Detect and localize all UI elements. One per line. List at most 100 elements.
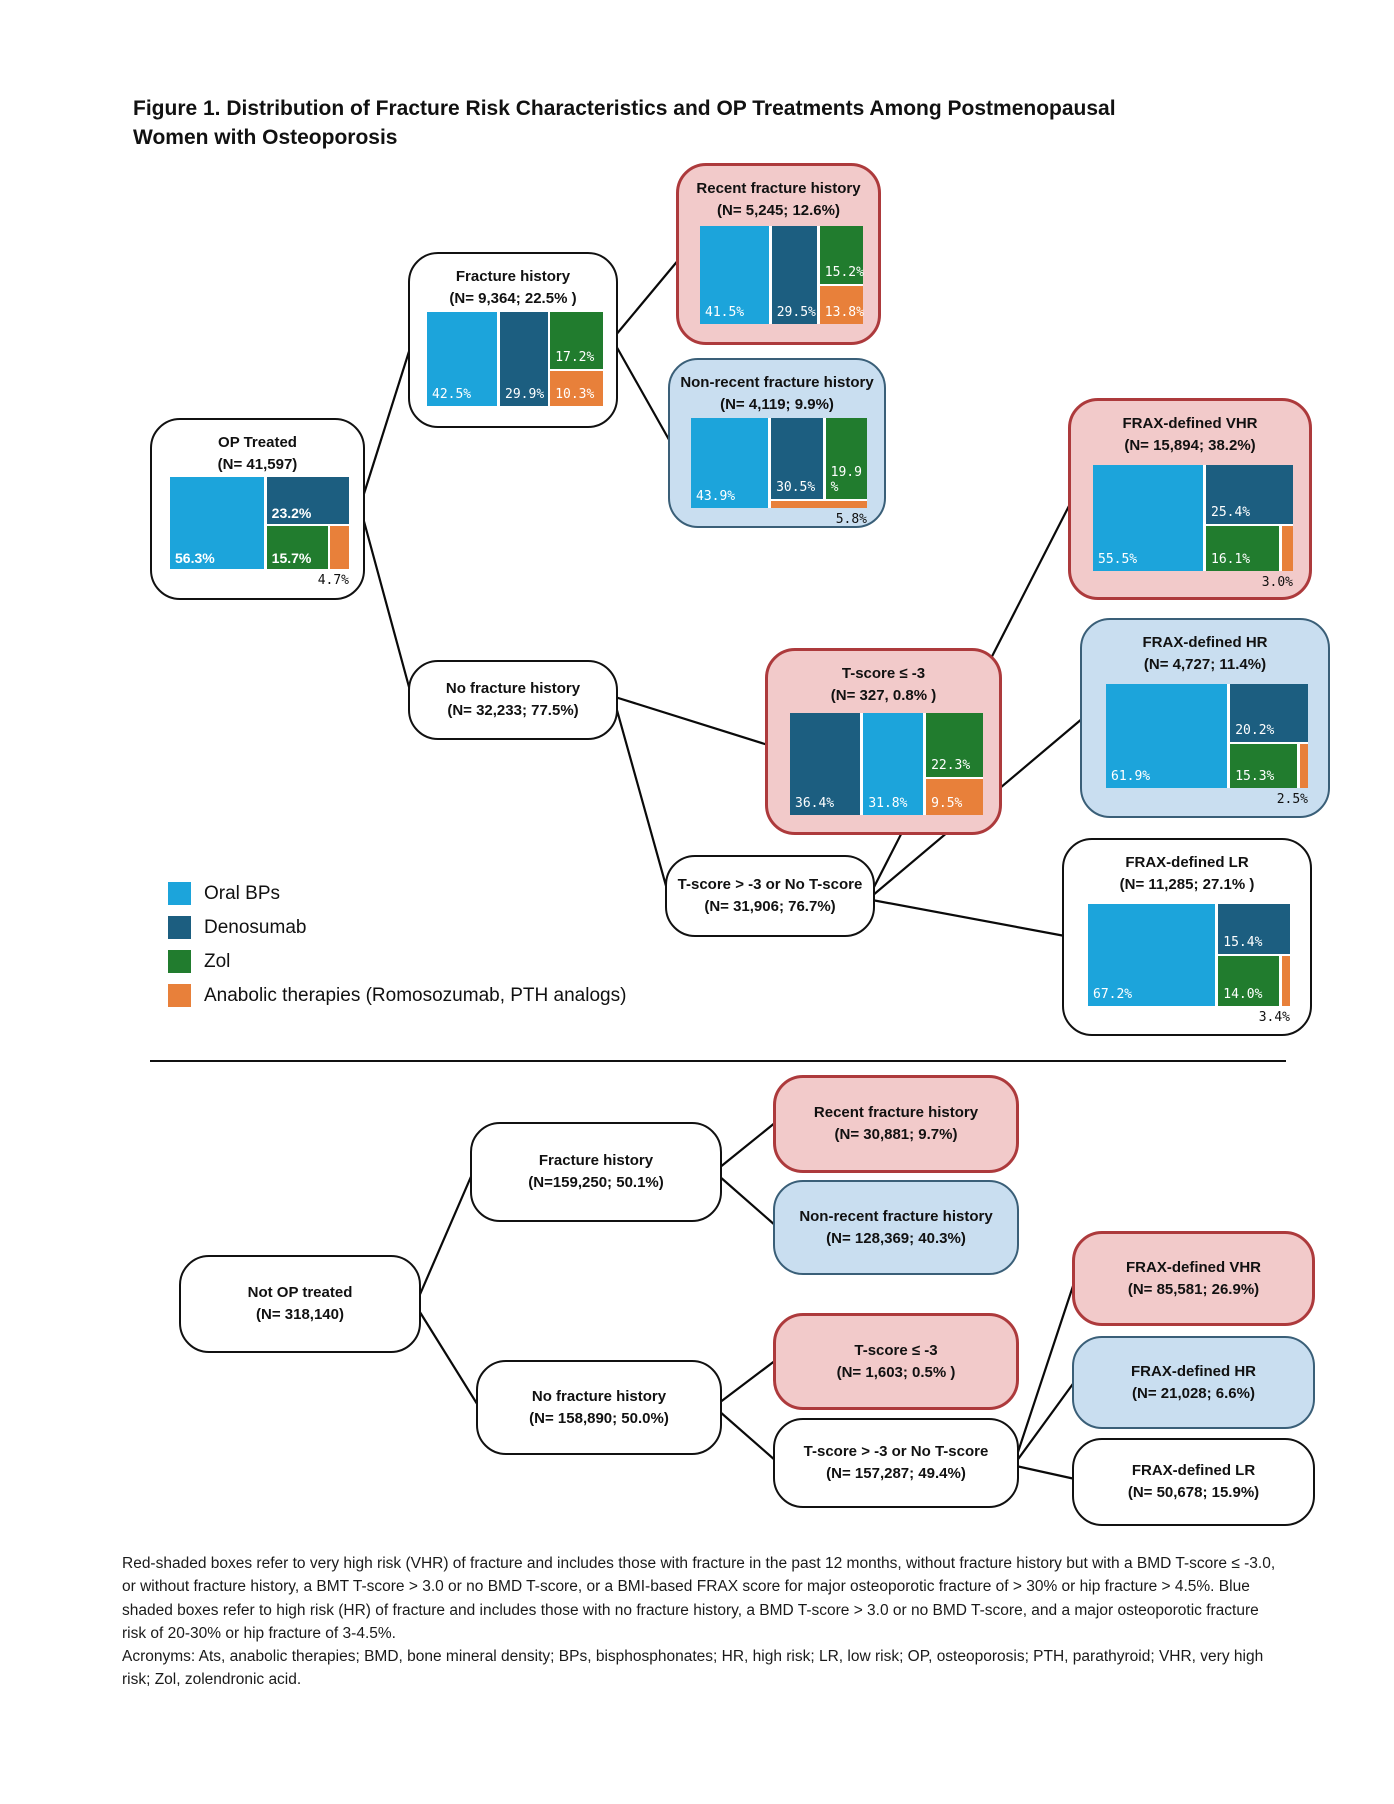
treemap-segment-orange: 9.5% xyxy=(926,779,983,815)
oral-bps-swatch-icon xyxy=(168,882,191,905)
treemap-outside-label: 4.7% xyxy=(317,573,349,588)
treemap-segment-lightblue: 31.8% xyxy=(863,713,924,815)
node-title-line2: (N= 158,890; 50.0%) xyxy=(529,1409,669,1427)
treemap-segment-label: 67.2% xyxy=(1093,987,1133,1003)
legend-label: Oral BPs xyxy=(204,882,281,904)
node-tscore-le3-bottom: T-score ≤ -3 (N= 1,603; 0.5% ) xyxy=(773,1313,1019,1410)
node-title: Not OP treated (N= 318,140) xyxy=(248,1282,353,1326)
node-title-line2: (N= 32,233; 77.5%) xyxy=(447,702,579,719)
node-frax-hr-bottom: FRAX-defined HR (N= 21,028; 6.6%) xyxy=(1072,1336,1315,1429)
treemap-segment-label: 25.4% xyxy=(1211,505,1251,521)
node-frax-vhr-bottom: FRAX-defined VHR (N= 85,581; 26.9%) xyxy=(1072,1231,1315,1326)
treemap-segment-label: 15.4% xyxy=(1223,935,1263,951)
node-title-line1: T-score > -3 or No T-score xyxy=(677,876,863,894)
treemap-segment-label: 14.0% xyxy=(1223,987,1263,1003)
treemap-segment-label: 15.3% xyxy=(1235,769,1275,785)
node-title-line2: (N= 327, 0.8% ) xyxy=(830,686,937,704)
node-title-line1: No fracture history xyxy=(531,1387,667,1405)
legend-item-denosumab: Denosumab xyxy=(168,916,626,939)
legend-label: Anabolic therapies (Romosozumab, PTH ana… xyxy=(204,984,627,1006)
node-title-line1: FRAX-defined HR xyxy=(1142,634,1268,651)
node-title-line2: (N= 157,287; 49.4%) xyxy=(826,1465,966,1482)
node-title-line2: (N= 11,285; 27.1% ) xyxy=(1119,875,1255,893)
node-non-recent-fracture-bottom: Non-recent fracture history (N= 128,369;… xyxy=(773,1180,1019,1275)
treemap-segment-orange: 10.3% xyxy=(550,371,603,406)
section-divider xyxy=(150,1060,1286,1062)
node-title-line1: T-score > -3 or No T-score xyxy=(803,1443,989,1461)
treemap-segment-darkblue: 23.2% xyxy=(266,477,349,524)
denosumab-swatch-icon xyxy=(168,916,191,939)
node-fracture-history-bottom: Fracture history (N=159,250; 50.1%) xyxy=(470,1122,722,1222)
treemap-segment-label: 20.2% xyxy=(1235,723,1275,739)
node-title-line2: (N= 9,364; 22.5% ) xyxy=(449,289,577,307)
node-title-line2: (N= 4,119; 9.9%) xyxy=(720,395,834,413)
treemap-segment-label: 22.3% xyxy=(931,758,971,774)
node-frax-hr-top: FRAX-defined HR (N= 4,727; 11.4%) 61.9%2… xyxy=(1080,618,1330,818)
node-frax-lr-bottom: FRAX-defined LR (N= 50,678; 15.9%) xyxy=(1072,1438,1315,1526)
treemap-segment-lightblue: 56.3% xyxy=(170,477,264,569)
node-title-line2: (N= 5,245; 12.6%) xyxy=(717,201,840,219)
node-title: Non-recent fracture history (N= 128,369;… xyxy=(799,1206,992,1250)
node-title-line1: T-score ≤ -3 xyxy=(841,665,926,682)
treemap-segment-label: 61.9% xyxy=(1111,769,1151,785)
treemap-segment-lightblue: 41.5% xyxy=(700,226,770,324)
treemap-segment-darkblue: 20.2% xyxy=(1230,684,1308,743)
treemap-segment-orange xyxy=(1299,744,1308,788)
legend-item-zol: Zol xyxy=(168,950,626,973)
treemap-outside-label: 2.5% xyxy=(1276,792,1308,807)
treemap-non-recent: 43.9%30.5%19.9 %5.8% xyxy=(691,418,867,527)
node-tscore-le3-top: T-score ≤ -3 (N= 327, 0.8% ) 36.4%31.8% 2… xyxy=(765,648,1002,835)
node-title-line2: (N= 50,678; 15.9%) xyxy=(1127,1484,1260,1501)
node-title-line1: FRAX-defined LR xyxy=(1131,1462,1256,1480)
node-title-line1: FRAX-defined VHR xyxy=(1126,1258,1261,1276)
node-title: Non-recent fracture history (N= 4,119; 9… xyxy=(674,372,880,416)
treemap-segment-darkblue: 36.4% xyxy=(790,713,861,815)
node-title-line2: (N= 31,906; 76.7%) xyxy=(704,898,836,915)
treemap-segment-label: 56.3% xyxy=(175,549,215,566)
node-frax-lr-top: FRAX-defined LR (N= 11,285; 27.1% ) 67.2… xyxy=(1062,838,1312,1036)
node-title: FRAX-defined LR (N= 11,285; 27.1% ) xyxy=(1068,852,1306,896)
node-title-line1: T-score ≤ -3 xyxy=(854,1341,938,1359)
node-title-line1: Fracture history xyxy=(538,1152,654,1170)
node-frax-vhr-top: FRAX-defined VHR (N= 15,894; 38.2%) 55.5… xyxy=(1068,398,1312,600)
legend-label: Denosumab xyxy=(204,916,307,938)
treemap-segment-label: 17.2% xyxy=(555,350,595,366)
node-title: No fracture history (N= 32,233; 77.5%) xyxy=(446,678,580,722)
treemap-segment-orange: 13.8% xyxy=(819,285,864,324)
node-title-line2: (N= 128,369; 40.3%) xyxy=(826,1229,966,1247)
treemap-segment-darkblue: 29.9% xyxy=(500,312,548,406)
node-title: Recent fracture history (N= 30,881; 9.7%… xyxy=(814,1102,978,1146)
treemap-recent-fracture: 41.5% 29.5% 15.2% 13.8% xyxy=(700,226,864,324)
node-title: FRAX-defined LR (N= 50,678; 15.9%) xyxy=(1128,1460,1259,1504)
treemap-frax-vhr: 55.5%25.4%16.1%3.0% xyxy=(1093,465,1293,590)
node-title-line2: (N= 1,603; 0.5% ) xyxy=(836,1363,956,1381)
treemap-segment-label: 29.5% xyxy=(776,305,816,321)
treemap-segment-label: 43.9% xyxy=(696,489,736,505)
node-recent-fracture-bottom: Recent fracture history (N= 30,881; 9.7%… xyxy=(773,1075,1019,1173)
treemap-segment-label: 15.2% xyxy=(824,264,864,280)
node-title-line1: Recent fracture history xyxy=(813,1104,979,1122)
treemap-segment-label: 23.2% xyxy=(271,504,312,521)
node-title-line2: (N= 318,140) xyxy=(256,1306,344,1323)
treemap-segment-green: 17.2% xyxy=(550,312,603,370)
treemap-segment-label: 42.5% xyxy=(432,387,472,403)
node-title-line1: FRAX-defined VHR xyxy=(1122,415,1258,432)
node-title: Fracture history (N= 9,364; 22.5% ) xyxy=(414,266,612,310)
node-title: T-score > -3 or No T-score (N= 157,287; … xyxy=(804,1441,989,1485)
node-title-line2: (N= 30,881; 9.7%) xyxy=(834,1126,958,1143)
legend-label: Zol xyxy=(204,950,231,972)
node-not-op-treated: Not OP treated (N= 318,140) xyxy=(179,1255,421,1353)
treemap-segment-darkblue: 29.5% xyxy=(771,226,818,324)
node-title: OP Treated (N= 41,597) xyxy=(156,432,359,476)
node-op-treated: OP Treated (N= 41,597) 56.3%23.2%15.7%4.… xyxy=(150,418,365,600)
legend: Oral BPs Denosumab Zol Anabolic therapie… xyxy=(168,882,626,1018)
legend-item-oral-bps: Oral BPs xyxy=(168,882,626,905)
node-title-line1: Not OP treated xyxy=(247,1284,353,1302)
treemap-segment-orange xyxy=(330,525,349,569)
node-recent-fracture-top: Recent fracture history (N= 5,245; 12.6%… xyxy=(676,163,881,345)
node-title: T-score ≤ -3 (N= 327, 0.8% ) xyxy=(772,663,995,707)
legend-item-anabolic: Anabolic therapies (Romosozumab, PTH ana… xyxy=(168,984,626,1007)
treemap-segment-darkblue: 25.4% xyxy=(1206,465,1293,525)
treemap-segment-lightblue: 43.9% xyxy=(691,418,769,508)
